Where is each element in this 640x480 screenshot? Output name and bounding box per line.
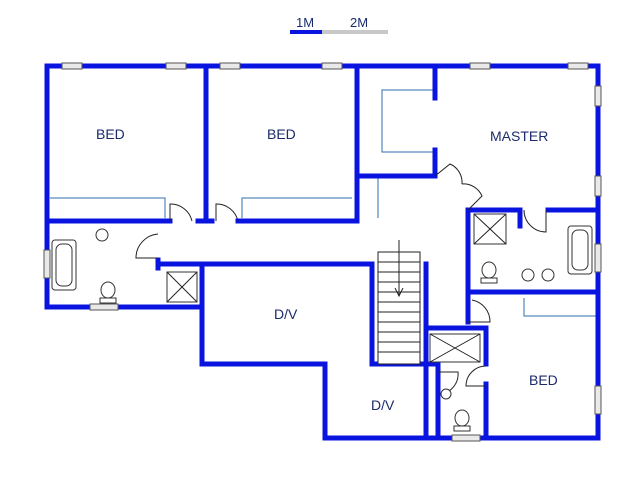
room-label-bed-1: BED: [96, 126, 125, 142]
exterior-walls: [44, 63, 601, 441]
built-in-lines: [50, 89, 596, 317]
staircase: [377, 240, 421, 365]
window: [165, 62, 187, 70]
toilet-cistern: [453, 425, 471, 432]
room-label-dv-1: D/V: [274, 306, 298, 322]
window: [594, 243, 602, 273]
window: [594, 385, 602, 415]
window: [43, 249, 51, 279]
toilet-cistern: [480, 277, 498, 284]
room-label-bed-3: BED: [529, 372, 558, 388]
basin-icon: [440, 388, 452, 400]
room-labels: BED BED MASTER D/V D/V BED: [96, 126, 558, 413]
toilet-icon: [454, 409, 470, 427]
bathtub-basin: [571, 229, 589, 271]
window: [594, 175, 602, 197]
basin-icon: [95, 228, 109, 242]
basin-icon: [521, 268, 535, 282]
scale-bar: 1M 2M: [290, 15, 388, 34]
toilet-cistern: [99, 297, 117, 304]
room-label-dv-2: D/V: [371, 397, 395, 413]
door: [434, 163, 463, 185]
window: [61, 62, 83, 70]
window: [89, 303, 119, 311]
door: [465, 365, 487, 387]
bathtub-basin: [55, 243, 73, 287]
window: [219, 62, 241, 70]
bathroom-fixtures: [51, 213, 593, 432]
toilet-icon: [481, 261, 497, 279]
window: [469, 62, 491, 70]
scale-label-1m: 1M: [296, 15, 314, 30]
window: [567, 62, 589, 70]
window: [321, 62, 343, 70]
scale-label-2m: 2M: [350, 15, 368, 30]
door: [215, 203, 239, 222]
interior-walls: [44, 63, 601, 441]
room-label-bed-2: BED: [267, 126, 296, 142]
door: [461, 183, 483, 211]
toilet-icon: [100, 281, 116, 299]
windows: [43, 62, 602, 442]
door: [135, 233, 159, 259]
door: [523, 209, 547, 233]
stair-arrow-icon: [394, 287, 404, 298]
window: [451, 434, 481, 442]
room-label-master: MASTER: [490, 128, 548, 144]
door: [169, 203, 193, 222]
window: [594, 85, 602, 107]
basin-icon: [541, 268, 555, 282]
door: [468, 299, 491, 323]
